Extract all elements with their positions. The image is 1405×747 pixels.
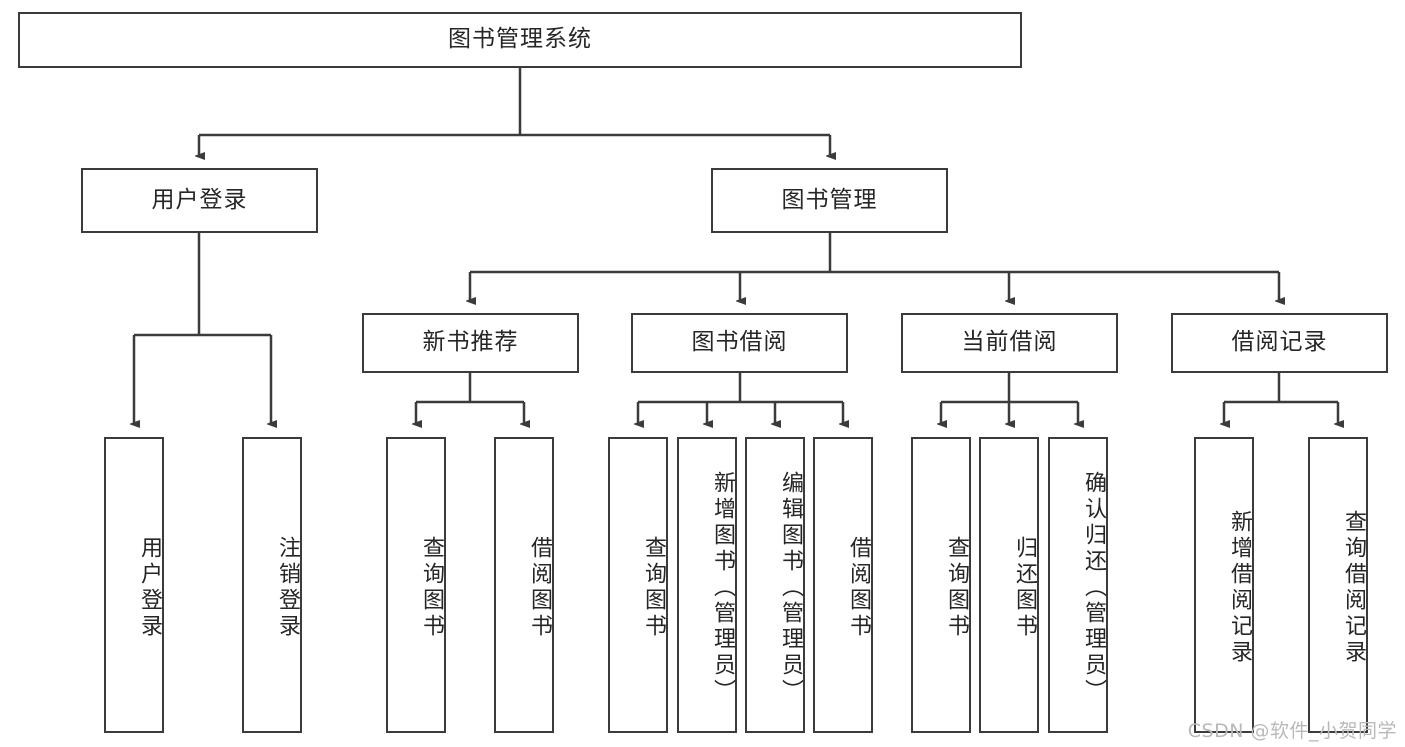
node-label: 查询图书: [419, 536, 444, 640]
leaf-borrow-edit-book-admin[interactable]: 编辑图书（管理员）: [745, 437, 805, 733]
node-label: 图书借阅: [691, 329, 788, 356]
leaf-records-add-record[interactable]: 新增借阅记录: [1194, 437, 1254, 733]
node-label: 借阅记录: [1231, 329, 1328, 356]
leaf-current-return-book[interactable]: 归还图书: [979, 437, 1039, 733]
leaf-borrow-borrow-book[interactable]: 借阅图书: [813, 437, 873, 733]
node-borrow-records[interactable]: 借阅记录: [1171, 313, 1388, 373]
leaf-borrow-query-book[interactable]: 查询图书: [608, 437, 668, 733]
leaf-newbook-query-book[interactable]: 查询图书: [386, 437, 446, 733]
node-label: 确认归还（管理员）: [1081, 471, 1106, 705]
leaf-borrow-add-book-admin[interactable]: 新增图书（管理员）: [677, 437, 737, 733]
leaf-current-query-book[interactable]: 查询图书: [911, 437, 971, 733]
node-label: 新增借阅记录: [1227, 510, 1252, 666]
node-label: 注销登录: [275, 536, 300, 640]
node-label: 查询借阅记录: [1341, 510, 1366, 666]
node-label: 编辑图书（管理员）: [778, 471, 803, 705]
node-label: 用户登录: [151, 186, 248, 213]
node-label: 图书管理: [781, 186, 878, 213]
node-label: 借阅图书: [846, 536, 871, 640]
watermark-text: CSDN @软件_小贺同学: [1187, 720, 1397, 742]
leaf-records-query-record[interactable]: 查询借阅记录: [1308, 437, 1368, 733]
node-book-borrow[interactable]: 图书借阅: [631, 313, 848, 373]
node-user-login[interactable]: 用户登录: [81, 168, 318, 233]
node-label: 归还图书: [1012, 536, 1037, 640]
node-current-borrow[interactable]: 当前借阅: [901, 313, 1118, 373]
leaf-login-user-login[interactable]: 用户登录: [104, 437, 164, 733]
node-label: 当前借阅: [961, 329, 1058, 356]
node-label: 图书管理系统: [448, 26, 592, 53]
node-label: 查询图书: [944, 536, 969, 640]
leaf-login-logout[interactable]: 注销登录: [242, 437, 302, 733]
node-label: 查询图书: [641, 536, 666, 640]
node-book-management[interactable]: 图书管理: [711, 168, 948, 233]
node-label: 用户登录: [137, 536, 162, 640]
leaf-newbook-borrow-book[interactable]: 借阅图书: [494, 437, 554, 733]
node-label: 新增图书（管理员）: [710, 471, 735, 705]
leaf-current-confirm-return-admin[interactable]: 确认归还（管理员）: [1048, 437, 1108, 733]
node-label: 新书推荐: [422, 329, 519, 356]
node-root-system[interactable]: 图书管理系统: [18, 12, 1022, 68]
node-label: 借阅图书: [527, 536, 552, 640]
node-new-book-recommend[interactable]: 新书推荐: [362, 313, 579, 373]
